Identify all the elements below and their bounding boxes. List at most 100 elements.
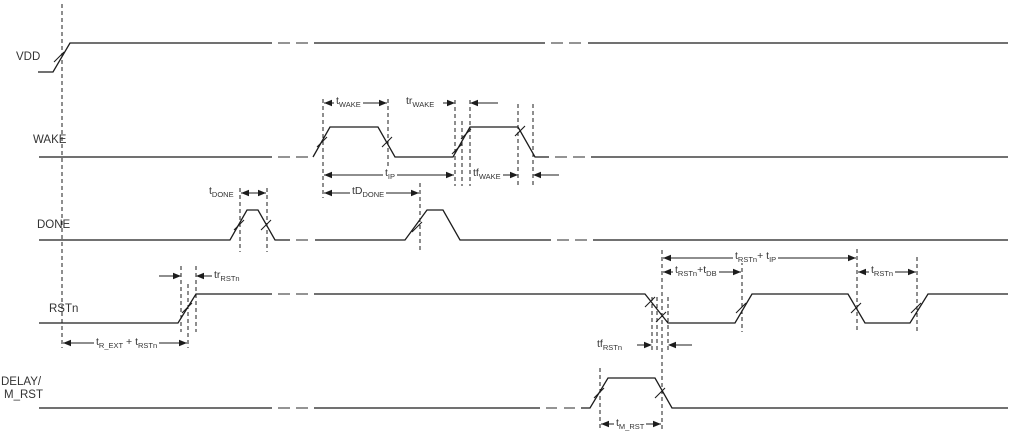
arrowhead [733,268,741,276]
wave-done [315,209,551,241]
measure-tick [233,219,245,231]
annotation-t-done: tDONE [207,185,236,198]
annotation-tf-rstn: tfRSTn [595,338,625,353]
measure-tick [411,221,423,233]
signal-label-rstn: RSTn [49,303,79,315]
signal-label-done: DONE [37,219,71,231]
t-rstn-ip-sub2: IP [769,255,777,265]
annotation-t-rstn-plus-t-db: tRSTn+tDB [673,264,719,277]
arrowhead [446,171,454,179]
arrowhead [241,189,249,197]
t-ip-main: t [385,167,388,179]
measure-tick [593,387,605,399]
annotation-t-r-ext-plus-t-rstn: tR_EXT + tRSTn [94,336,160,351]
arrowhead [447,99,455,107]
t-r-ext-sub2: RSTn [138,341,158,351]
tf-wake-sub: WAKE [478,172,501,182]
t-rstn-db-sub2: DB [706,269,717,279]
arrowhead [258,189,266,197]
arrowhead [173,272,181,280]
arrowhead [668,341,676,349]
tr-rstn-main: tr [214,269,221,281]
measure-tick [514,125,526,137]
wave-wake [312,126,549,158]
td-done-main: tD [352,185,363,197]
t-rstn-sub: RSTn [873,269,894,279]
t-ip-sub: IP [387,172,396,182]
arrowhead [848,254,856,262]
measure-tick [460,128,472,140]
arrowhead [179,339,187,347]
signal-label-m-rst: M_RST [4,389,43,401]
annotation-t-m-rst: tM_RST [614,417,647,432]
measure-tick [260,219,272,231]
t-rstn-main: t [871,264,874,276]
tr-wake-main: tr [406,95,413,107]
measure-tick [910,302,922,314]
t-m-rst-sub: M_RST [618,422,645,432]
arrowhead [908,268,916,276]
arrowhead [663,268,671,276]
tf-wake-main: tf [473,167,479,179]
arrowhead [324,99,332,107]
t-rstn-ip-main1: t [735,250,738,262]
t-rstn-db-sub1: RSTn [677,269,698,279]
t-wake-sub: WAKE [338,100,361,110]
signal-label-vdd: VDD [16,51,41,63]
t-r-ext-sub1: R_EXT [98,341,124,351]
arrowhead [663,254,671,262]
measure-tick [735,302,747,314]
arrowhead [379,99,387,107]
t-r-ext-main1: t [96,336,99,348]
measure-tick [381,136,393,148]
wave-done [39,209,290,241]
t-done-main: t [209,185,212,197]
measure-tick [181,302,193,314]
t-rstn-db-main1: t [675,264,678,276]
t-rstn-ip-main2: + t [757,250,770,262]
measure-tick [451,143,463,155]
annotation-tr-wake: trWAKE [404,95,437,110]
measure-tick [654,387,666,399]
arrowhead [470,99,478,107]
arrowhead [533,171,541,179]
arrowhead [324,171,332,179]
signal-label-wake: WAKE [33,134,67,146]
measure-tick [850,302,862,314]
arrowhead [601,420,609,428]
tf-rstn-sub: RSTn [602,343,623,353]
t-rstn-db-main2: +t [697,264,707,276]
wave-delay_m_rst [581,377,1008,409]
measure-tick [316,136,328,148]
tr-rstn-sub: RSTn [220,274,240,284]
arrowhead [653,420,661,428]
tr-wake-sub: WAKE [412,100,435,110]
t-wake-main: t [336,95,339,107]
arrowhead [63,339,71,347]
annotation-t-ip: tIP [383,167,398,182]
wave-vdd [38,42,272,73]
t-r-ext-main2: + t [123,336,138,348]
arrowhead [858,268,866,276]
annotation-td-done: tDDONE [350,185,387,200]
annotation-tf-wake: tfWAKE [471,167,503,180]
tf-rstn-main: tf [597,338,603,350]
measure-tick [644,296,656,308]
annotation-t-rstn-plus-t-ip: tRSTn+ tIP [733,250,779,265]
arrowhead [510,171,518,179]
arrowhead [411,189,419,197]
measure-tick [655,311,667,323]
annotation-t-wake: tWAKE [334,95,363,108]
t-done-sub: DONE [211,190,234,200]
t-m-rst-main: t [616,417,619,429]
wave-rstn [314,293,1008,324]
arrowhead [196,272,204,280]
td-done-sub: DONE [362,190,385,200]
arrowhead [644,341,652,349]
annotation-tr-rstn: trRSTn [212,269,242,282]
signal-label-delay: DELAY/ [1,376,42,388]
annotation-t-rstn: tRSTn [869,264,896,279]
measure-tick [53,51,65,63]
